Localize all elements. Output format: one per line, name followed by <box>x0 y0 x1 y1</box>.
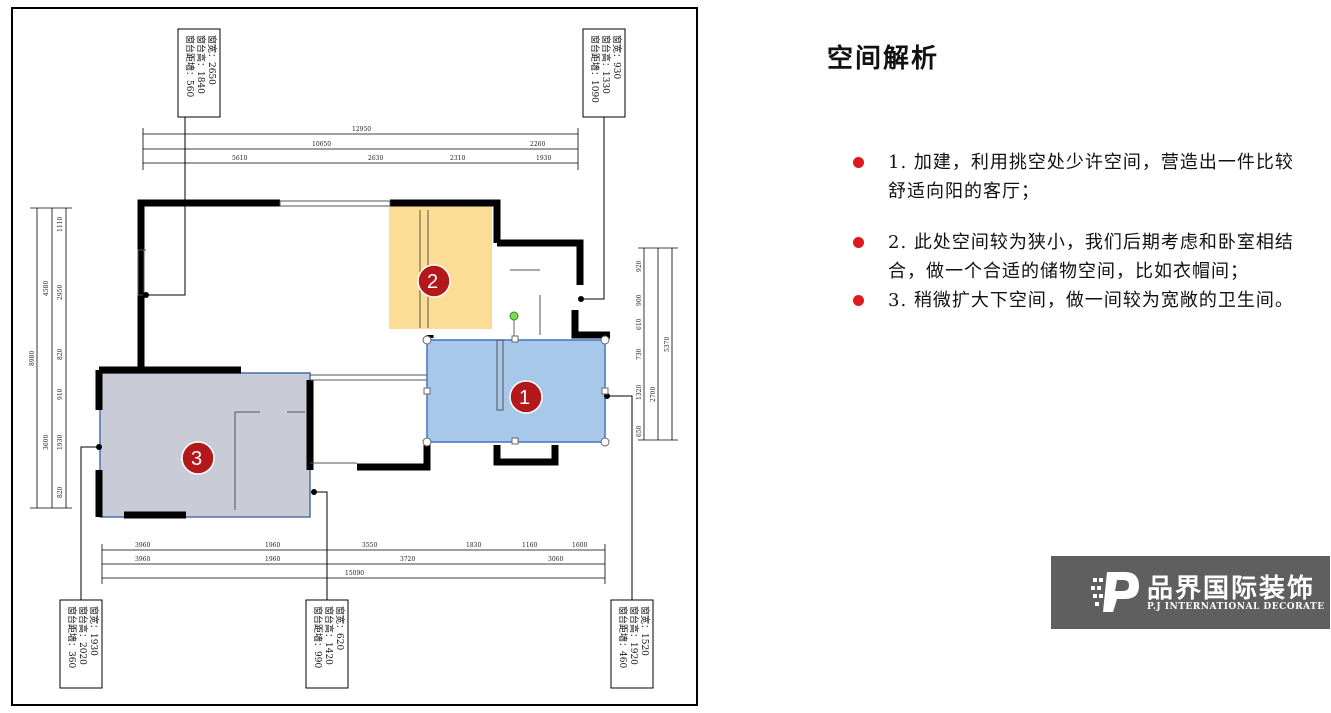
svg-text:3960: 3960 <box>135 542 150 549</box>
svg-text:8980: 8980 <box>29 351 36 366</box>
svg-text:820: 820 <box>57 486 64 498</box>
svg-text:10650: 10650 <box>312 141 331 148</box>
selection-handles[interactable] <box>422 335 610 447</box>
bullet-icon <box>853 295 864 306</box>
svg-text:窗宽：2650: 窗宽：2650 <box>206 35 218 85</box>
svg-text:窗台高：1840: 窗台高：1840 <box>195 35 207 94</box>
analysis-item-text: 1. 加建，利用挑空处少许空间，营造出一件比较舒适向阳的客厅； <box>888 152 1294 202</box>
svg-text:窗宽：1930: 窗宽：1930 <box>88 606 100 656</box>
svg-text:3060: 3060 <box>548 556 563 563</box>
analysis-item-2: 2. 此处空间较为狭小，我们后期考虑和卧室相结合，做一个合适的储物空间，比如衣帽… <box>852 228 1312 286</box>
svg-text:5610: 5610 <box>232 155 247 162</box>
svg-text:900: 900 <box>636 294 643 306</box>
brand-name-en: P.J INTERNATIONAL DECORATE <box>1147 602 1325 612</box>
note-box-bottom-left: 窗宽：1930 窗台高：2020 窗台距墙：360 <box>59 599 103 689</box>
svg-text:1320: 1320 <box>636 385 643 400</box>
svg-text:窗台距墙：1090: 窗台距墙：1090 <box>589 35 601 103</box>
svg-text:1830: 1830 <box>466 542 481 549</box>
svg-text:1600: 1600 <box>572 542 587 549</box>
bullet-icon <box>853 157 864 168</box>
brand-name-cn: 品界国际装饰 <box>1147 574 1316 604</box>
svg-text:1160: 1160 <box>522 542 537 549</box>
rotate-handle[interactable] <box>509 311 519 321</box>
svg-text:窗台距墙：460: 窗台距墙：460 <box>617 606 629 668</box>
svg-text:窗宽：1520: 窗宽：1520 <box>639 606 651 656</box>
svg-text:窗宽：620: 窗宽：620 <box>334 606 346 650</box>
note-leaders <box>80 117 633 600</box>
analysis-item-1: 1. 加建，利用挑空处少许空间，营造出一件比较舒适向阳的客厅； <box>852 148 1312 206</box>
svg-text:920: 920 <box>636 260 643 272</box>
zone-marker-1: 1 <box>509 380 543 414</box>
svg-text:1930: 1930 <box>536 155 551 162</box>
note-box-top-left: 窗宽：2650 窗台高：1840 窗台距墙：560 <box>177 28 221 118</box>
note-box-bottom-right: 窗宽：1520 窗台高：1920 窗台距墙：460 <box>610 599 654 689</box>
svg-text:3720: 3720 <box>400 556 415 563</box>
svg-text:5370: 5370 <box>664 337 671 352</box>
analysis-item-text: 2. 此处空间较为狭小，我们后期考虑和卧室相结合，做一个合适的储物空间，比如衣帽… <box>888 232 1294 282</box>
brand-mark-icon <box>1091 572 1139 612</box>
svg-text:910: 910 <box>57 388 64 400</box>
svg-text:窗台距墙：990: 窗台距墙：990 <box>312 606 324 668</box>
svg-text:窗台距墙：360: 窗台距墙：360 <box>66 606 78 668</box>
zone-marker-3: 3 <box>181 441 215 475</box>
brand-logo: 品界国际装饰 P.J INTERNATIONAL DECORATE <box>1051 556 1330 629</box>
svg-text:3960: 3960 <box>135 556 150 563</box>
svg-text:610: 610 <box>636 318 643 330</box>
svg-text:3: 3 <box>191 448 202 470</box>
svg-text:1110: 1110 <box>57 217 64 232</box>
svg-text:2: 2 <box>427 271 438 293</box>
svg-text:12950: 12950 <box>352 126 371 133</box>
svg-text:730: 730 <box>636 348 643 360</box>
dimension-lines <box>30 128 678 584</box>
walls <box>95 199 610 519</box>
svg-text:3600: 3600 <box>43 435 50 450</box>
dimension-labels: 12950 10650 2260 5610 2630 2310 1930 396… <box>29 126 671 577</box>
note-box-top-right: 窗宽：930 窗台高：1330 窗台距墙：1090 <box>582 28 626 118</box>
zone-marker-2: 2 <box>417 264 451 298</box>
svg-text:820: 820 <box>57 348 64 360</box>
svg-text:1: 1 <box>519 387 530 409</box>
page-title: 空间解析 <box>827 44 940 74</box>
thin-walls <box>137 200 541 510</box>
svg-text:1930: 1930 <box>57 435 64 450</box>
svg-text:2700: 2700 <box>650 387 657 402</box>
svg-text:2310: 2310 <box>450 155 465 162</box>
svg-text:窗台高：1920: 窗台高：1920 <box>628 606 640 665</box>
svg-text:窗宽：930: 窗宽：930 <box>611 35 623 79</box>
svg-text:窗台距墙：560: 窗台距墙：560 <box>184 35 196 97</box>
svg-text:窗台高：2020: 窗台高：2020 <box>77 606 89 665</box>
svg-text:1960: 1960 <box>265 556 280 563</box>
analysis-item-3: 3. 稍微扩大下空间，做一间较为宽敞的卫生间。 <box>852 286 1312 315</box>
svg-text:2260: 2260 <box>530 141 545 148</box>
svg-text:650: 650 <box>636 425 643 437</box>
svg-text:4580: 4580 <box>43 281 50 296</box>
bullet-icon <box>853 237 864 248</box>
svg-text:15090: 15090 <box>345 570 364 577</box>
svg-text:1960: 1960 <box>265 542 280 549</box>
svg-text:窗台高：1330: 窗台高：1330 <box>600 35 612 94</box>
svg-text:2950: 2950 <box>57 285 64 300</box>
analysis-item-text: 3. 稍微扩大下空间，做一间较为宽敞的卫生间。 <box>888 290 1294 311</box>
svg-text:3550: 3550 <box>362 542 377 549</box>
analysis-list: 1. 加建，利用挑空处少许空间，营造出一件比较舒适向阳的客厅； 2. 此处空间较… <box>852 148 1312 315</box>
svg-text:2630: 2630 <box>368 155 383 162</box>
svg-text:窗台高：1420: 窗台高：1420 <box>323 606 335 665</box>
note-box-bottom-mid: 窗宽：620 窗台高：1420 窗台距墙：990 <box>305 599 349 689</box>
